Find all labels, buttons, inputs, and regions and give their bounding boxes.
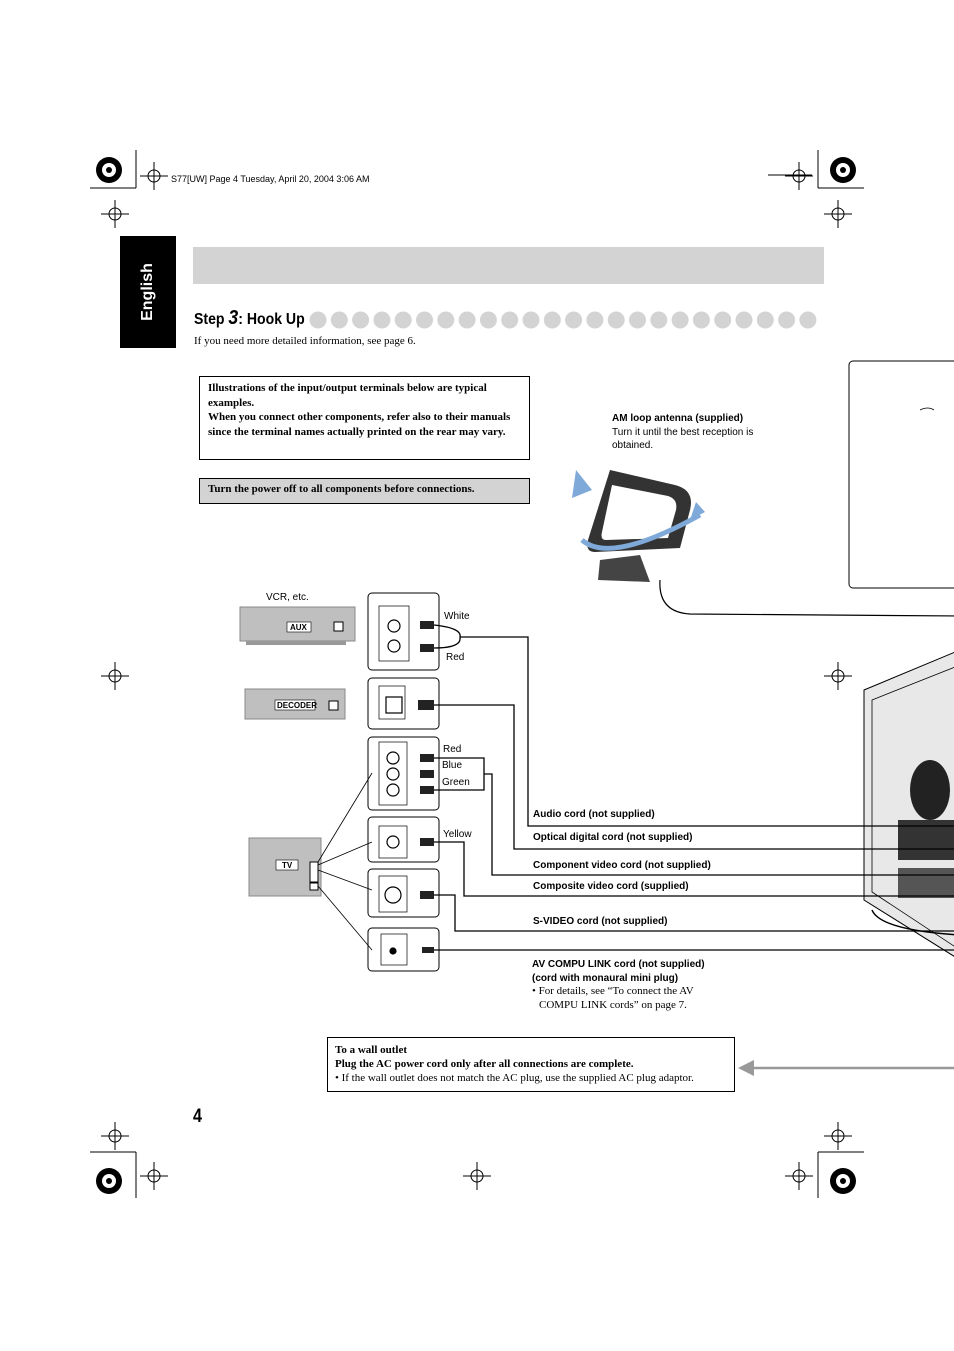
- wall-arrow: [738, 1060, 954, 1076]
- heading-dot: [373, 311, 391, 329]
- heading-dot: [607, 311, 625, 329]
- heading-dot: [799, 311, 817, 329]
- vcr-label: VCR, etc.: [266, 592, 309, 603]
- wire-red: Red: [446, 652, 465, 663]
- heading-dot: [522, 311, 540, 329]
- step-prefix: Step: [194, 311, 229, 328]
- heading-dot: [756, 311, 774, 329]
- heading-dot: [565, 311, 583, 329]
- optical-cord-label: Optical digital cord (not supplied): [533, 832, 693, 843]
- tv-fanout: [317, 772, 373, 951]
- step-heading: Step 3: Hook Up: [194, 307, 305, 330]
- cables: [433, 624, 954, 951]
- wall-instruction: Plug the AC power cord only after all co…: [335, 1058, 634, 1070]
- decoder-label: DECODER: [277, 701, 318, 710]
- tv-device: [248, 837, 322, 897]
- composite-cord-label: Composite video cord (supplied): [533, 881, 689, 892]
- wire-white: White: [444, 611, 470, 622]
- main-unit: [863, 651, 954, 957]
- aux-label: AUX: [290, 623, 307, 632]
- heading-dot: [629, 311, 646, 329]
- language-tab: English: [120, 236, 176, 348]
- heading-dot: [735, 311, 753, 329]
- heading-dot: [437, 311, 455, 329]
- audio-cord-label: Audio cord (not supplied): [533, 809, 655, 820]
- step-title-text: : Hook Up: [238, 311, 305, 328]
- terminal-insets: [378, 605, 410, 966]
- avcl-title: AV COMPU LINK cord (not supplied): [532, 959, 705, 970]
- wall-note: • If the wall outlet does not match the …: [335, 1072, 694, 1084]
- heading-dot: [416, 311, 433, 329]
- avcl-note-line2: COMPU LINK cords” on page 7.: [539, 998, 687, 1011]
- intro-text: If you need more detailed information, s…: [194, 335, 416, 347]
- heading-dot: [586, 311, 604, 329]
- panel-detail: [919, 407, 935, 411]
- heading-dot: [352, 311, 370, 329]
- heading-dot: [394, 311, 412, 329]
- plugs: [418, 621, 434, 953]
- heading-dots: [309, 311, 817, 329]
- am-loop-antenna: [572, 470, 954, 617]
- tv-label: TV: [282, 861, 293, 870]
- decoder-device: [244, 688, 346, 720]
- step-number: 3: [228, 307, 239, 329]
- wire-blue: Blue: [442, 760, 463, 771]
- crosshair-marks: [101, 162, 852, 1190]
- svideo-cord-label: S-VIDEO cord (not supplied): [533, 916, 668, 927]
- jacks: [384, 619, 403, 955]
- heading-dot: [309, 311, 327, 329]
- wire-green: Green: [442, 777, 470, 788]
- title-band: [193, 247, 824, 284]
- crop-lines: [90, 150, 864, 1198]
- terminal-note-box: Illustrations of the input/output termin…: [199, 376, 530, 460]
- receiver-panel: [848, 360, 954, 589]
- heading-dot: [479, 311, 497, 329]
- antenna-title: AM loop antenna (supplied): [612, 413, 744, 424]
- file-header: S77[UW] Page 4 Tuesday, April 20, 2004 3…: [171, 174, 370, 184]
- heading-dot: [501, 311, 519, 329]
- wire-red-component: Red: [443, 744, 462, 755]
- sunburst-marks: [96, 157, 856, 1194]
- avcl-note-line1: • For details, see “To connect the AV: [532, 985, 694, 997]
- heading-dot: [330, 311, 348, 329]
- wire-yellow: Yellow: [443, 829, 472, 840]
- antenna-description: Turn it until the best reception is obta…: [612, 427, 754, 451]
- component-cord-label: Component video cord (not supplied): [533, 860, 711, 871]
- heading-dot: [458, 311, 476, 329]
- note-refer: When you connect other components, refer…: [208, 411, 511, 438]
- av-compu-link-block: AV COMPU LINK cord (not supplied) (cord …: [532, 958, 705, 1012]
- avcl-subtitle: (cord with monaural mini plug): [532, 972, 679, 984]
- heading-dot: [650, 311, 668, 329]
- wall-title: To a wall outlet: [335, 1044, 408, 1056]
- wall-outlet-box: To a wall outlet Plug the AC power cord …: [327, 1037, 735, 1092]
- vcr-device: [239, 606, 356, 645]
- heading-dot: [671, 311, 689, 329]
- page-number: 4: [193, 1106, 202, 1127]
- power-off-note: Turn the power off to all components bef…: [199, 478, 530, 504]
- heading-dot: [692, 311, 710, 329]
- heading-dot: [778, 311, 796, 329]
- heading-dot: [543, 311, 561, 329]
- note-typical: Illustrations of the input/output termin…: [208, 382, 487, 409]
- heading-dot: [714, 311, 732, 329]
